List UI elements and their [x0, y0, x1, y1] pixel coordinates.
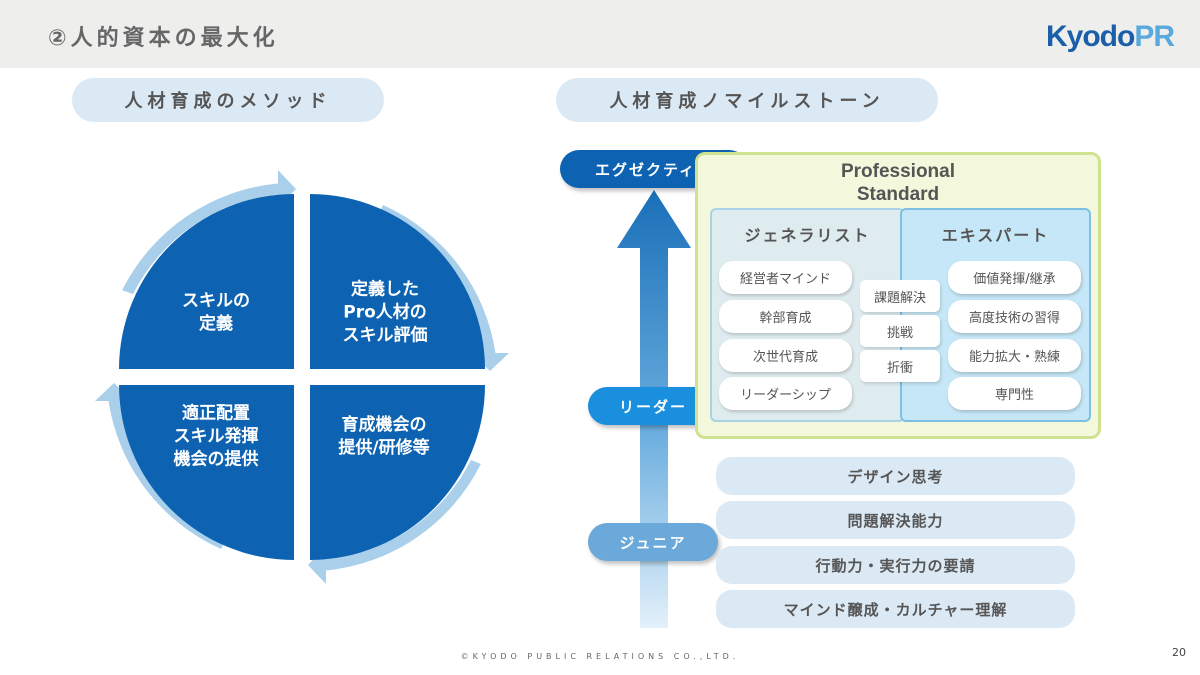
quadrant-top-left [119, 194, 294, 369]
generalist-item: 幹部育成 [719, 300, 852, 333]
generalist-item: 次世代育成 [719, 339, 852, 372]
quadrant-bottom-right [310, 385, 485, 560]
expert-item: 能力拡大・熟練 [948, 339, 1081, 372]
quadrant-bottom-left [119, 385, 294, 560]
expert-title: エキスパート [941, 226, 1050, 245]
page-number: 20 [1172, 646, 1186, 659]
ring-arrow-left [95, 383, 226, 549]
quadrant-placement: 適正配置 スキル発揮 機会の提供 [173, 403, 259, 470]
shared-item: 折衝 [860, 350, 940, 382]
expert-item: 専門性 [948, 377, 1081, 410]
header-bar: ②人的資本の最大化 KyodoPR [0, 0, 1200, 68]
generalist-item: 経営者マインド [719, 261, 852, 294]
quadrant-training-opportunity: 育成機会の 提供/研修等 [338, 415, 430, 458]
kyodo-pr-logo: KyodoPR [1045, 20, 1175, 53]
expert-item: 価値発揮/継承 [948, 261, 1081, 294]
foundation-item: 行動力・実行力の要請 [716, 546, 1075, 584]
foundation-item: マインド醸成・カルチャー理解 [716, 590, 1075, 628]
quadrant-skill-definition: スキルの 定義 [182, 291, 250, 334]
method-section-title: 人材育成のメソッド [72, 78, 384, 122]
shared-item: 課題解決 [860, 280, 940, 312]
shared-item: 挑戦 [860, 315, 940, 347]
professional-standard-title: Professional Standard [840, 161, 956, 205]
level-junior: ジュニア [588, 523, 718, 561]
quadrant-top-right [310, 194, 485, 369]
method-cycle-diagram [95, 170, 509, 584]
generalist-item: リーダーシップ [719, 377, 852, 410]
foundation-item: 問題解決能力 [716, 501, 1075, 539]
copyright-footer: ©KYODO PUBLIC RELATIONS CO.,LTD. [460, 652, 740, 661]
generalist-title: ジェネラリスト [744, 226, 871, 245]
ring-arrow-bottom [308, 460, 481, 584]
expert-item: 高度技術の習得 [948, 300, 1081, 333]
milestone-section-title: 人材育成ノマイルストーン [556, 78, 938, 122]
page-title: ②人的資本の最大化 [48, 26, 279, 51]
ring-arrow-right [378, 205, 509, 371]
ring-arrow-top [122, 170, 296, 294]
foundation-item: デザイン思考 [716, 457, 1075, 495]
quadrant-skill-evaluation: 定義した Pro人材の スキル評価 [342, 279, 428, 346]
